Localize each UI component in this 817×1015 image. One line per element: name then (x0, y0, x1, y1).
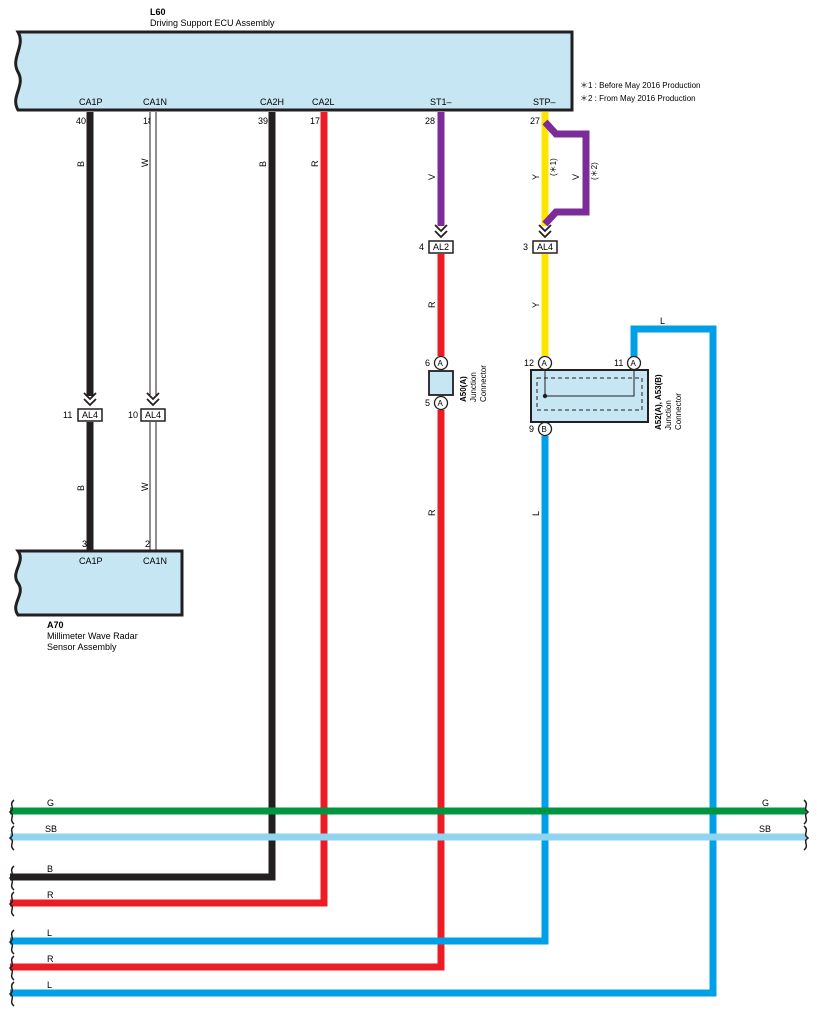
junction-a52-pin-11: 11 (614, 358, 623, 368)
bus-label-l1: L (47, 928, 52, 938)
radar-name-line1: Millimeter Wave Radar (47, 631, 138, 641)
wire-label-ca2l: R (310, 160, 320, 167)
wire-label-l-lower: L (531, 511, 541, 516)
ecu-l60: L60 Driving Support ECU Assembly CA1P CA… (14, 7, 574, 126)
wire-st1-red-lower (10, 410, 445, 971)
wire-label-w-lower: W (140, 482, 150, 491)
connector-al4-name: AL4 (82, 410, 98, 420)
bus-break-markers (8, 799, 810, 1007)
ecu-pin-number-18: 18 (143, 116, 153, 126)
wire-label-stp: Y (531, 174, 541, 180)
junction-a50-pin-top: 6 (425, 358, 430, 368)
wire-ca2l (10, 112, 328, 907)
junction-a50-line3: Connector (479, 365, 488, 402)
wire-l-junction-bottom (10, 436, 549, 945)
connector-al4-pin-3: 3 (523, 242, 528, 252)
bus-label-r1: R (47, 890, 54, 900)
ecu-pin-number-17: 17 (310, 116, 320, 126)
ecu-pin-label-stp: STP– (533, 97, 556, 107)
variant-note-2: (＊2) (590, 162, 599, 180)
junction-a50-pin-bottom: 5 (425, 398, 430, 408)
bus-label-g: G (47, 798, 54, 808)
wire-label-r-st-lower: R (427, 509, 437, 516)
junction-a52-line2: Junction (664, 400, 673, 430)
junction-a52-pin-12: 12 (524, 358, 534, 368)
connector-al2-name: AL2 (433, 242, 449, 252)
bus-label-l2: L (47, 980, 52, 990)
connector-al4-stp: AL4 3 (523, 224, 558, 254)
bus-label-b: B (47, 864, 53, 874)
radar-pin-number-2: 2 (145, 539, 150, 549)
wire-label-ca1n: W (140, 158, 150, 167)
radar-code: A70 (47, 620, 64, 630)
connector-al4-pin-10: 10 (128, 410, 138, 420)
radar-a70: CA1P CA1N 3 2 A70 Millimeter Wave Radar … (14, 539, 184, 652)
wire-label-l-loop: L (660, 316, 665, 326)
variant-note-1: (＊1) (549, 158, 558, 176)
ecu-pin-label-ca2l: CA2L (312, 97, 335, 107)
ecu-pin-number-40: 40 (76, 116, 86, 126)
note-2: ＊2 : From May 2016 Production (580, 94, 696, 103)
junction-a52-pin-right-letter: A (631, 359, 637, 368)
ecu-pin-number-28: 28 (425, 116, 435, 126)
radar-pin-label-ca1p: CA1P (79, 556, 103, 566)
bus-label-r2: R (47, 954, 54, 964)
variant-wire-label: V (571, 174, 581, 180)
junction-a52-a53: A A B 12 11 9 A52(A), A53(B) Junction Co… (524, 355, 683, 437)
ecu-pin-label-ca2h: CA2H (260, 97, 284, 107)
ecu-pin-number-39: 39 (258, 116, 268, 126)
junction-a50-pin-bottom-letter: A (438, 399, 444, 408)
radar-pin-number-3: 3 (82, 539, 87, 549)
wire-label-ca2h: B (258, 161, 268, 167)
wire-label-r-st: R (427, 301, 437, 308)
ecu-pin-label-st1: ST1– (430, 97, 452, 107)
connector-al4-ca1p: AL4 11 (63, 392, 103, 422)
connector-al4-name: AL4 (145, 410, 161, 420)
junction-a50-line2: Junction (469, 372, 478, 402)
ecu-pin-label-ca1n: CA1N (143, 97, 167, 107)
wire-label-y-lower: Y (531, 302, 541, 308)
wire-l-loop (10, 325, 717, 997)
wire-stp-violet-variant (542, 119, 590, 227)
junction-a50-pin-top-letter: A (438, 359, 444, 368)
junction-a52-title: A52(A), A53(B) (654, 374, 663, 430)
radar-name-line2: Sensor Assembly (47, 642, 117, 652)
bus-label-sb: SB (45, 824, 57, 834)
junction-a52-pin-bottom-letter: B (542, 425, 547, 434)
connector-al4-ca1n: AL4 10 (128, 392, 166, 422)
note-1: ＊1 : Before May 2016 Production (580, 81, 701, 90)
ecu-box (14, 30, 574, 112)
junction-a52-line3: Connector (674, 393, 683, 430)
bus-label-g-right: G (762, 798, 769, 808)
junction-a50-title: A50(A) (459, 376, 468, 402)
wire-label-st1: V (427, 174, 437, 180)
ecu-pin-number-27: 27 (530, 116, 540, 126)
bus-label-sb-right: SB (759, 824, 771, 834)
radar-pin-label-ca1n: CA1N (143, 556, 167, 566)
wire-label-b-lower: B (76, 485, 86, 491)
connector-al2-pin: 4 (419, 242, 424, 252)
junction-a50: A A 6 5 A50(A) Junction Connector (425, 355, 488, 411)
ecu-name: Driving Support ECU Assembly (150, 18, 275, 28)
junction-a52-pin-9: 9 (529, 424, 534, 434)
wire-label-ca1p: B (76, 161, 86, 167)
connector-al4-name: AL4 (537, 242, 553, 252)
connector-al2: AL2 4 (419, 224, 454, 254)
junction-a52-pin-left-letter: A (542, 359, 548, 368)
radar-box (14, 549, 184, 617)
wire-ca2h (10, 112, 276, 881)
connector-al4-pin-11: 11 (63, 410, 72, 420)
ecu-pin-label-ca1p: CA1P (79, 97, 103, 107)
ecu-code: L60 (150, 7, 166, 17)
